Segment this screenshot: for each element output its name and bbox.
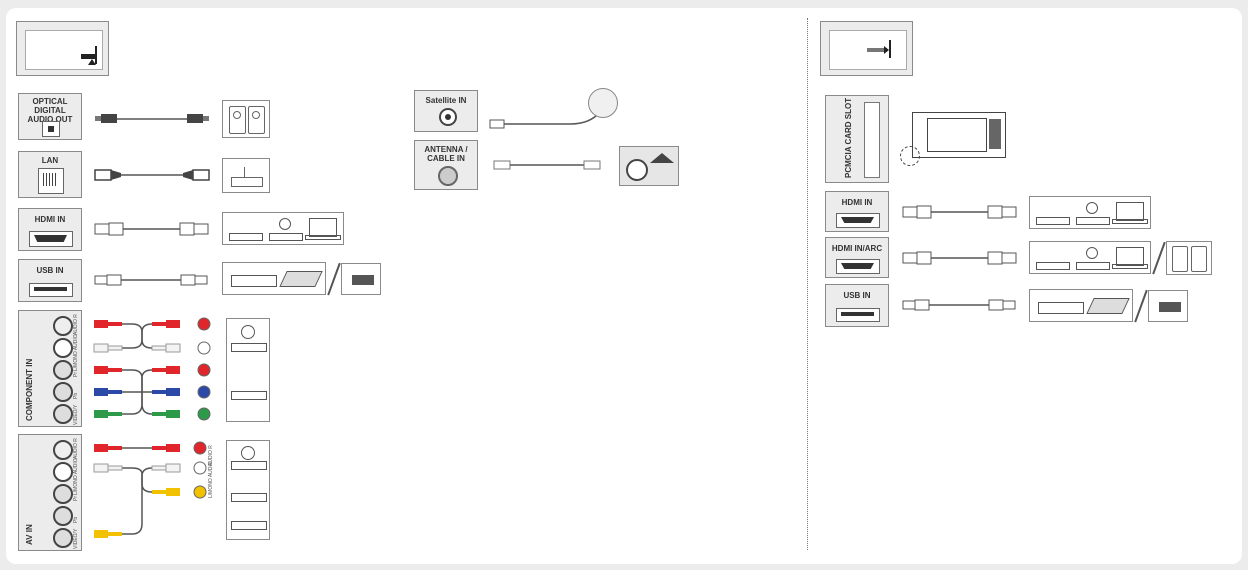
satellite-label: Satellite IN: [425, 96, 467, 105]
dvd-player-icon: [269, 233, 303, 241]
right-usb-hdd-icon: [1029, 289, 1133, 322]
f-connector-icon: [439, 108, 457, 126]
component-devices: [226, 318, 270, 422]
optical-port: OPTICAL DIGITAL AUDIO OUT: [18, 93, 82, 140]
satellite-port: Satellite IN: [414, 90, 478, 132]
hdmi-arc-cable-icon: [902, 251, 1017, 265]
lan-jack-icon: [38, 168, 64, 194]
hdmi-devices: [222, 212, 344, 245]
usb-hdd-icon: [222, 262, 326, 295]
av-cables: [93, 441, 207, 538]
speaker-icon: [1166, 241, 1212, 275]
antenna-house-icon: [619, 146, 679, 186]
hdmi-arc-port: HDMI IN/ARC: [825, 237, 889, 278]
set-top-box-icon: [229, 233, 263, 241]
dvd-player-icon: [231, 461, 267, 470]
right-usb-stick-icon: [1148, 290, 1188, 322]
connection-sheet: [6, 8, 1242, 564]
speaker-icon: [222, 100, 270, 138]
ci-card-icon: [912, 112, 1006, 158]
usb-port: USB IN: [18, 259, 82, 302]
section-divider: [807, 18, 808, 550]
optical-cable-icon: [95, 114, 209, 123]
camcorder-icon: [231, 493, 267, 502]
hdmi-cable-icon: [94, 222, 209, 236]
hdmi-jack-icon: [29, 231, 73, 247]
pcmcia-port: PCMCIA CARD SLOT: [825, 95, 889, 183]
optical-label: OPTICAL DIGITAL AUDIO OUT: [27, 97, 73, 124]
antenna-jack-icon: [438, 166, 458, 186]
lan-port: LAN: [18, 151, 82, 198]
antenna-cable-icon: [493, 160, 601, 170]
component-cables: [93, 317, 211, 421]
right-hdmi-label: HDMI IN: [841, 198, 873, 207]
optical-jack-icon: [42, 121, 60, 137]
satellite-dish-icon: [588, 88, 618, 118]
tv-back-icon: [16, 21, 109, 76]
right-usb-cable-icon: [902, 299, 1016, 311]
av-port: AV IN AUDIO R L/MONO AUDIO Pr Pb VIDEO/Y: [18, 434, 82, 551]
tv-side-icon: [820, 21, 913, 76]
right-hdmi-devices: [1029, 196, 1151, 229]
right-usb-label: USB IN: [843, 291, 871, 300]
hdmi-label: HDMI IN: [34, 215, 66, 224]
vcr-icon: [231, 521, 267, 530]
av-label: AV IN: [25, 524, 34, 545]
router-icon: [222, 158, 270, 193]
lan-cable-icon: [94, 169, 210, 181]
av-devices: [226, 440, 270, 540]
antenna-label: ANTENNA / CABLE IN: [424, 145, 468, 163]
hdmi-port: HDMI IN: [18, 208, 82, 251]
right-hdmi-cable-icon: [902, 205, 1017, 219]
right-hdmi-port: HDMI IN: [825, 191, 889, 232]
component-port: COMPONENT IN AUDIO R L/MONO AUDIO Pr Pb …: [18, 310, 82, 427]
hdmi-arc-label: HDMI IN/ARC: [831, 244, 883, 253]
right-usb-port: USB IN: [825, 284, 889, 327]
usb-stick-icon: [341, 263, 381, 295]
dvd-player-icon: [231, 343, 267, 352]
usb-cable-icon: [94, 274, 208, 286]
usb-label: USB IN: [36, 266, 64, 275]
hdmi-arc-devices: [1029, 241, 1151, 274]
antenna-port: ANTENNA / CABLE IN: [414, 140, 478, 190]
lan-label: LAN: [41, 156, 59, 165]
laptop-icon: [309, 218, 337, 237]
pcmcia-label: PCMCIA CARD SLOT: [844, 97, 853, 178]
set-top-box-icon: [231, 391, 267, 400]
ci-module-icon: [900, 146, 920, 166]
usb-jack-icon: [29, 283, 73, 297]
component-label: COMPONENT IN: [25, 358, 34, 421]
